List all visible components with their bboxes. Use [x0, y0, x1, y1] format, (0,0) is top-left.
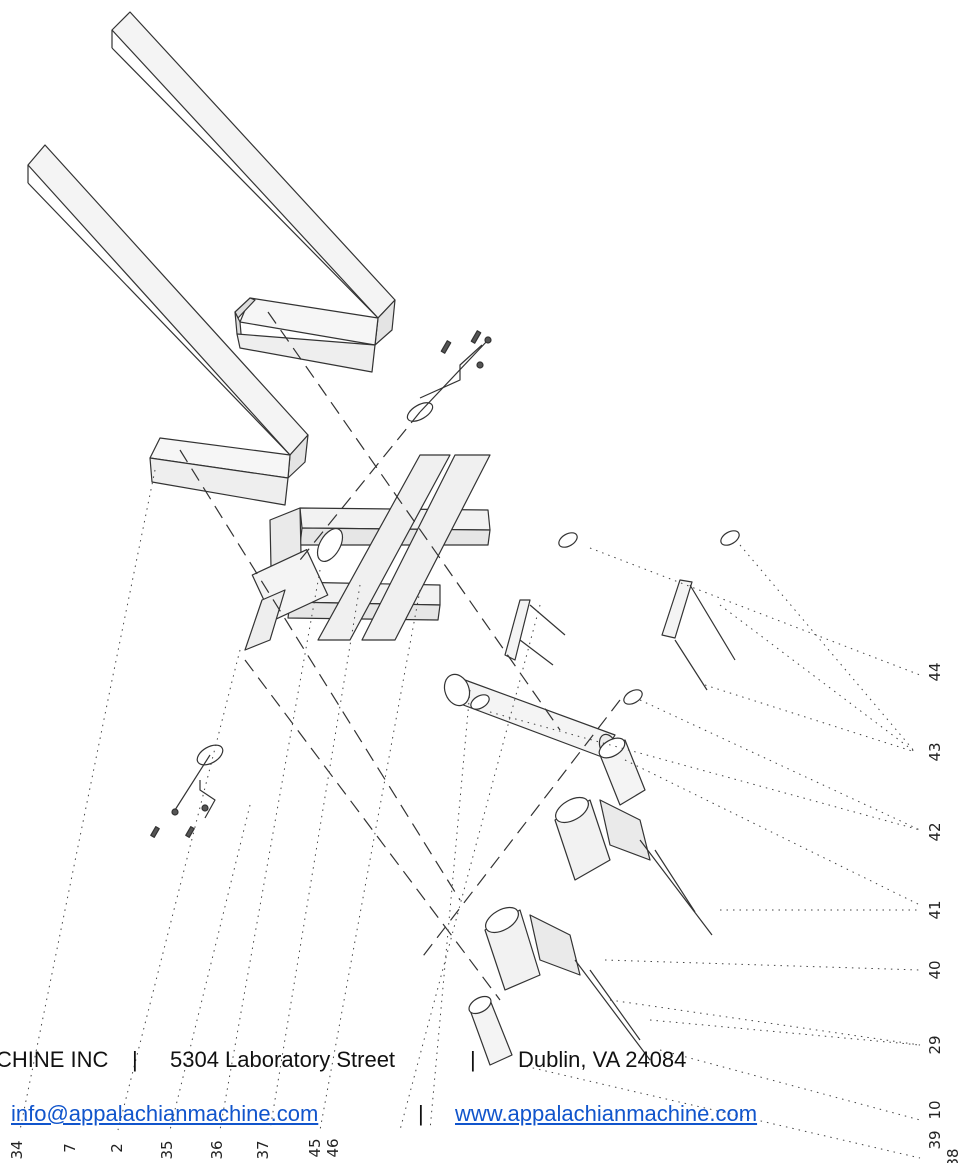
callout-35: 35 [158, 1140, 176, 1159]
fork-tine-upper [111, 11, 396, 373]
callout-38: 38 [944, 1148, 962, 1163]
callout-36: 36 [208, 1140, 226, 1159]
callout-44: 44 [926, 662, 944, 681]
bushing-lower [468, 995, 513, 1066]
callouts-bottom: 34 7 2 35 36 37 45 46 [8, 1138, 342, 1159]
pin-assembly-left [470, 532, 578, 710]
email-link[interactable]: info@appalachianmachine.com [11, 1101, 319, 1126]
callouts-right: 44 43 42 41 40 29 10 39 38 [926, 662, 962, 1163]
callout-43: 43 [926, 742, 944, 761]
lower-washer-assembly [150, 744, 224, 838]
callout-34: 34 [8, 1140, 26, 1159]
separator: | [418, 1101, 424, 1126]
callout-40: 40 [926, 960, 944, 979]
bushing-upper [598, 737, 646, 806]
separator: | [132, 1047, 138, 1072]
callout-46: 46 [324, 1138, 342, 1157]
street-address: 5304 Laboratory Street [170, 1047, 396, 1072]
bracket-lower [484, 906, 651, 1061]
callout-29: 29 [926, 1035, 944, 1054]
callout-39: 39 [926, 1130, 944, 1149]
city-state-zip: Dublin, VA 24084 [518, 1047, 687, 1072]
callout-37: 37 [254, 1140, 272, 1159]
callout-42: 42 [926, 822, 944, 841]
roller [443, 673, 618, 759]
fork-tine-lower [27, 144, 309, 506]
callout-7: 7 [61, 1143, 79, 1153]
website-link[interactable]: www.appalachianmachine.com [455, 1101, 758, 1126]
callout-45: 45 [306, 1138, 324, 1157]
carriage-frame [244, 454, 491, 651]
bracket-upper [554, 796, 713, 936]
separator: | [470, 1047, 476, 1072]
callout-41: 41 [926, 900, 944, 919]
assembly-axis-lines [179, 311, 621, 1001]
pin-assembly-right [623, 530, 740, 705]
callout-2: 2 [108, 1143, 126, 1153]
upper-washer-assembly [406, 330, 492, 422]
leader-lines [19, 469, 921, 1159]
callout-10: 10 [926, 1100, 944, 1119]
company-name-fragment: CHINE INC [0, 1047, 109, 1072]
